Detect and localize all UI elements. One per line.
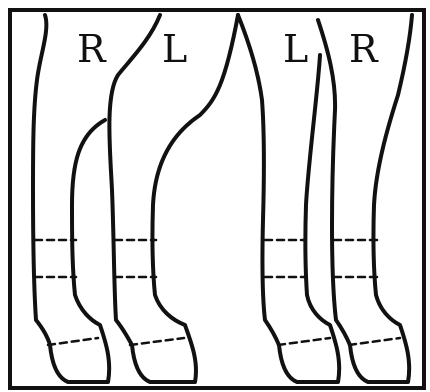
leg-label-right-1: R (77, 30, 106, 68)
leg-3-coronet (278, 338, 330, 345)
leg-1-coronet (48, 338, 98, 345)
leg-2-coronet (130, 338, 184, 345)
leg-label-left-2: L (283, 30, 308, 68)
leg-label-right-2: R (349, 30, 378, 68)
leg-4-coronet (349, 338, 400, 345)
leg-label-left-1: L (162, 30, 187, 68)
